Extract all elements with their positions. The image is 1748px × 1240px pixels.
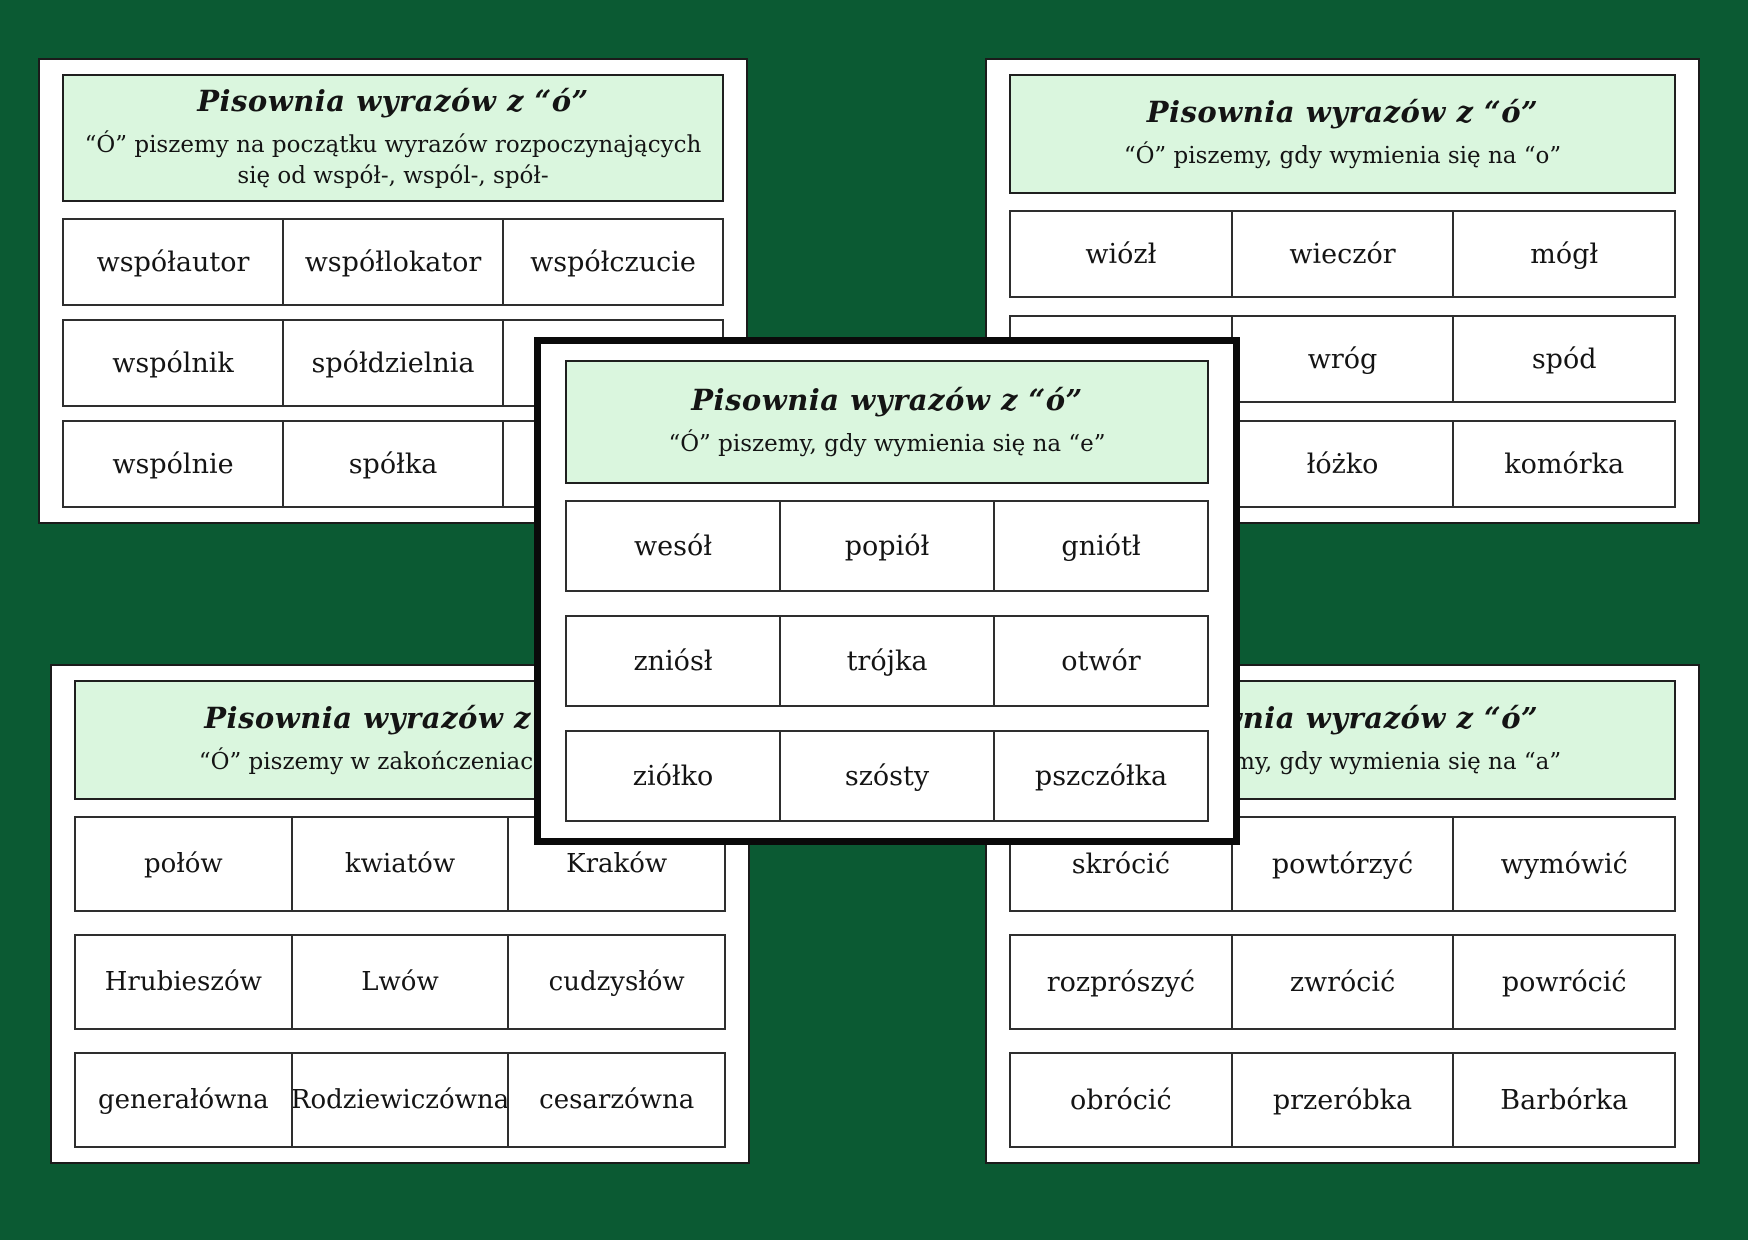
card-subtitle: “Ó” piszemy, gdy wymienia się na “o” [1123, 143, 1562, 170]
word-cell: szósty [779, 730, 995, 822]
word-cell: mógł [1452, 210, 1677, 298]
card-title: Pisownia wyrazów z “ó” [691, 383, 1083, 418]
word-cell: gniótł [993, 500, 1209, 592]
word-cell: generałówna [74, 1052, 293, 1148]
word-row: zniósł trójka otwór [565, 615, 1209, 707]
word-row: obrócić przeróbka Barbórka [1009, 1052, 1677, 1148]
word-cell: wróg [1230, 315, 1455, 403]
word-cell: spółka [282, 420, 504, 508]
word-cell: wiózł [1009, 210, 1233, 298]
word-cell: zniósł [565, 615, 781, 707]
word-cell: Rodziewiczówna [290, 1052, 510, 1148]
word-row: Hrubieszów Lwów cudzysłów [74, 934, 727, 1030]
word-grid: wesół popiół gniótł zniósł trójka otwór … [565, 500, 1209, 822]
word-row: współautor współlokator współczucie [62, 218, 724, 307]
card-title: Pisownia wyrazów z “ó” [1146, 95, 1539, 130]
word-cell: obrócić [1009, 1052, 1233, 1148]
word-grid: wiózł wieczór mógł wróg spód łóżko komór… [1009, 210, 1677, 508]
card-header: Pisownia wyrazów z “ó” “Ó” piszemy na po… [62, 74, 724, 203]
word-cell: powrócić [1452, 934, 1677, 1030]
card-header: Pisownia wyrazów z “ó” “Ó” piszemy, gdy … [1009, 74, 1676, 194]
word-row: połów kwiatów Kraków [74, 816, 727, 912]
word-cell: ziółko [565, 730, 781, 822]
word-cell: rozprószyć [1009, 934, 1233, 1030]
word-cell: wieczór [1230, 210, 1455, 298]
word-cell: łóżko [1230, 420, 1455, 508]
word-grid: skrócić powtórzyć wymówić rozprószyć zwr… [1009, 816, 1677, 1148]
word-cell: kwiatów [290, 816, 510, 912]
word-cell: zwrócić [1230, 934, 1455, 1030]
word-grid: połów kwiatów Kraków Hrubieszów Lwów cud… [74, 816, 727, 1148]
card-subtitle: “Ó” piszemy na początku wyrazów rozpoczy… [84, 132, 702, 190]
word-cell: przeróbka [1230, 1052, 1455, 1148]
card-o-exchange: Pisownia wyrazów z “ó” “Ó” piszemy, gdy … [985, 58, 1700, 524]
word-row: rozprószyć zwrócić powrócić [1009, 934, 1677, 1030]
word-cell: współautor [62, 218, 284, 307]
word-cell: Hrubieszów [74, 934, 293, 1030]
word-cell: Barbórka [1452, 1052, 1677, 1148]
word-cell: spółdzielnia [282, 319, 504, 408]
word-cell: powtórzyć [1230, 816, 1455, 912]
word-cell: cudzysłów [507, 934, 727, 1030]
word-cell: spód [1452, 315, 1677, 403]
word-cell: wymówić [1452, 816, 1677, 912]
word-row: wiózł wieczór mógł [1009, 210, 1677, 298]
word-cell: współlokator [282, 218, 504, 307]
word-cell: popiół [779, 500, 995, 592]
word-cell: trójka [779, 615, 995, 707]
word-cell: współczucie [502, 218, 724, 307]
word-cell: połów [74, 816, 293, 912]
card-header: Pisownia wyrazów z “ó” “Ó” piszemy, gdy … [565, 360, 1209, 484]
word-row: wesół popiół gniótł [565, 500, 1209, 592]
card-e-exchange: Pisownia wyrazów z “ó” “Ó” piszemy, gdy … [534, 337, 1240, 845]
card-subtitle: “Ó” piszemy, gdy wymienia się na “e” [668, 431, 1106, 458]
word-row: generałówna Rodziewiczówna cesarzówna [74, 1052, 727, 1148]
card-title: Pisownia wyrazów z “ó” [204, 701, 596, 736]
word-cell: wesół [565, 500, 781, 592]
word-cell: wspólnik [62, 319, 284, 408]
word-cell: Lwów [290, 934, 510, 1030]
word-cell: wspólnie [62, 420, 284, 508]
word-cell: pszczółka [993, 730, 1209, 822]
word-cell: otwór [993, 615, 1209, 707]
card-title: Pisownia wyrazów z “ó” [197, 84, 589, 118]
word-cell: komórka [1452, 420, 1677, 508]
word-cell: cesarzówna [507, 1052, 727, 1148]
word-row: ziółko szósty pszczółka [565, 730, 1209, 822]
